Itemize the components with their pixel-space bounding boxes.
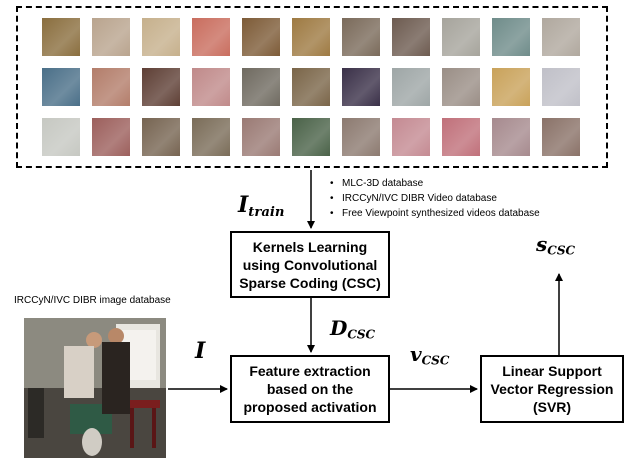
image-database-label: IRCCyN/IVC DIBR image database [14, 295, 171, 306]
svr-box: Linear Support Vector Regression (SVR) [480, 355, 624, 423]
database-item-irccyn-video: IRCCyN/IVC DIBR Video database [330, 191, 540, 206]
training-patch [42, 68, 80, 106]
svr-box-line-1: Linear Support [502, 363, 602, 379]
training-patch [442, 68, 480, 106]
training-patch [292, 18, 330, 56]
i-train-label: Itrain [238, 192, 285, 220]
training-patch [292, 68, 330, 106]
training-patch [442, 118, 480, 156]
feature-box-line-2: based on the [266, 381, 354, 397]
training-patch [142, 18, 180, 56]
training-patches-panel [16, 6, 608, 168]
training-patch [242, 18, 280, 56]
training-patch [92, 18, 130, 56]
kernels-box-line-1: Kernels Learning [252, 238, 368, 255]
training-patch [92, 68, 130, 106]
training-patch [142, 118, 180, 156]
feature-extraction-box: Feature extraction based on the proposed… [230, 355, 390, 423]
training-patch [192, 118, 230, 156]
training-patch [442, 18, 480, 56]
dictionary-label: DCSC [330, 316, 376, 342]
training-patch [292, 118, 330, 156]
training-patch [42, 18, 80, 56]
training-patch [242, 68, 280, 106]
training-patch [242, 118, 280, 156]
training-patch [542, 18, 580, 56]
database-item-free-viewpoint: Free Viewpoint synthesized videos databa… [330, 206, 540, 221]
kernels-box-line-3: Sparse Coding (CSC) [239, 274, 381, 291]
training-patch [542, 68, 580, 106]
training-patch [42, 118, 80, 156]
training-patch [492, 118, 530, 156]
training-patch [492, 68, 530, 106]
feature-vector-label: vCSC [410, 342, 450, 368]
quality-score-label: sCSC [536, 232, 576, 258]
training-patch [92, 118, 130, 156]
training-patch [392, 68, 430, 106]
input-image-label: I [195, 338, 206, 364]
kernels-learning-box: Kernels Learning using Convolutional Spa… [230, 231, 390, 298]
database-item-mlc3d: MLC-3D database [330, 176, 540, 191]
training-patch [342, 18, 380, 56]
training-patch [142, 68, 180, 106]
training-patch [392, 118, 430, 156]
training-patch [192, 68, 230, 106]
svr-box-line-3: (SVR) [532, 399, 572, 415]
training-patch [342, 118, 380, 156]
training-patch [542, 118, 580, 156]
training-patch [342, 68, 380, 106]
feature-box-line-1: Feature extraction [249, 363, 371, 379]
training-patch [192, 18, 230, 56]
svr-box-line-2: Vector Regression [490, 381, 614, 397]
training-patch [492, 18, 530, 56]
feature-box-line-3: proposed activation [243, 399, 377, 415]
training-database-list: MLC-3D database IRCCyN/IVC DIBR Video da… [330, 176, 540, 221]
training-patch [392, 18, 430, 56]
input-image-thumbnail [24, 318, 166, 458]
kernels-box-line-2: using Convolutional [242, 256, 378, 273]
